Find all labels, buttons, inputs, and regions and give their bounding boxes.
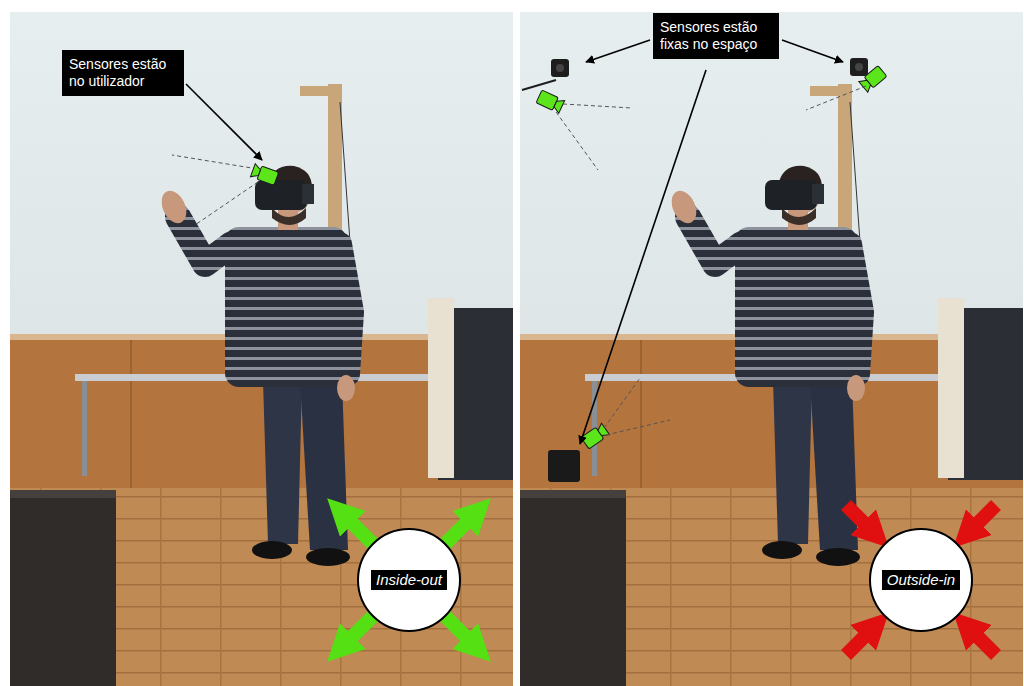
inward-arrow xyxy=(846,505,876,535)
callout-box: Sensores estão fixas no espaço xyxy=(653,13,779,59)
photo-right xyxy=(520,12,1023,686)
circle-shape xyxy=(870,529,972,631)
mode-circle: Outside-in xyxy=(869,528,973,632)
outward-arrow xyxy=(442,613,478,649)
circle-shape xyxy=(358,529,460,631)
camera-icon xyxy=(859,66,887,93)
inward-arrow xyxy=(846,625,876,655)
mode-label: Inside-out xyxy=(371,570,447,590)
photo-left xyxy=(10,12,513,686)
view-ray xyxy=(172,155,264,170)
outward-arrow xyxy=(340,613,376,649)
camera-icon xyxy=(250,164,278,186)
view-ray xyxy=(556,112,598,170)
sensor-box xyxy=(551,59,569,77)
sensor-box xyxy=(850,58,868,76)
view-ray xyxy=(563,104,632,108)
mode-label: Outside-in xyxy=(882,570,960,590)
inward-arrow xyxy=(966,625,996,655)
outward-arrow xyxy=(340,511,376,547)
sensor-mount xyxy=(522,80,556,90)
leader-line xyxy=(586,40,650,62)
inward-arrow xyxy=(966,505,996,535)
leader-line xyxy=(580,70,706,444)
leader-line xyxy=(186,84,262,160)
callout-text: Sensores estão no utilizador xyxy=(69,56,177,90)
outward-arrow xyxy=(442,511,478,547)
view-ray xyxy=(606,420,670,435)
view-ray xyxy=(806,86,866,110)
view-ray xyxy=(604,378,640,428)
callout-box: Sensores estão no utilizador xyxy=(62,50,184,96)
leader-line xyxy=(782,40,843,62)
camera-icon xyxy=(536,90,565,113)
view-ray xyxy=(195,182,258,225)
callout-text: Sensores estão fixas no espaço xyxy=(660,19,772,53)
mode-circle: Inside-out xyxy=(357,528,461,632)
sensor-box xyxy=(548,450,580,482)
